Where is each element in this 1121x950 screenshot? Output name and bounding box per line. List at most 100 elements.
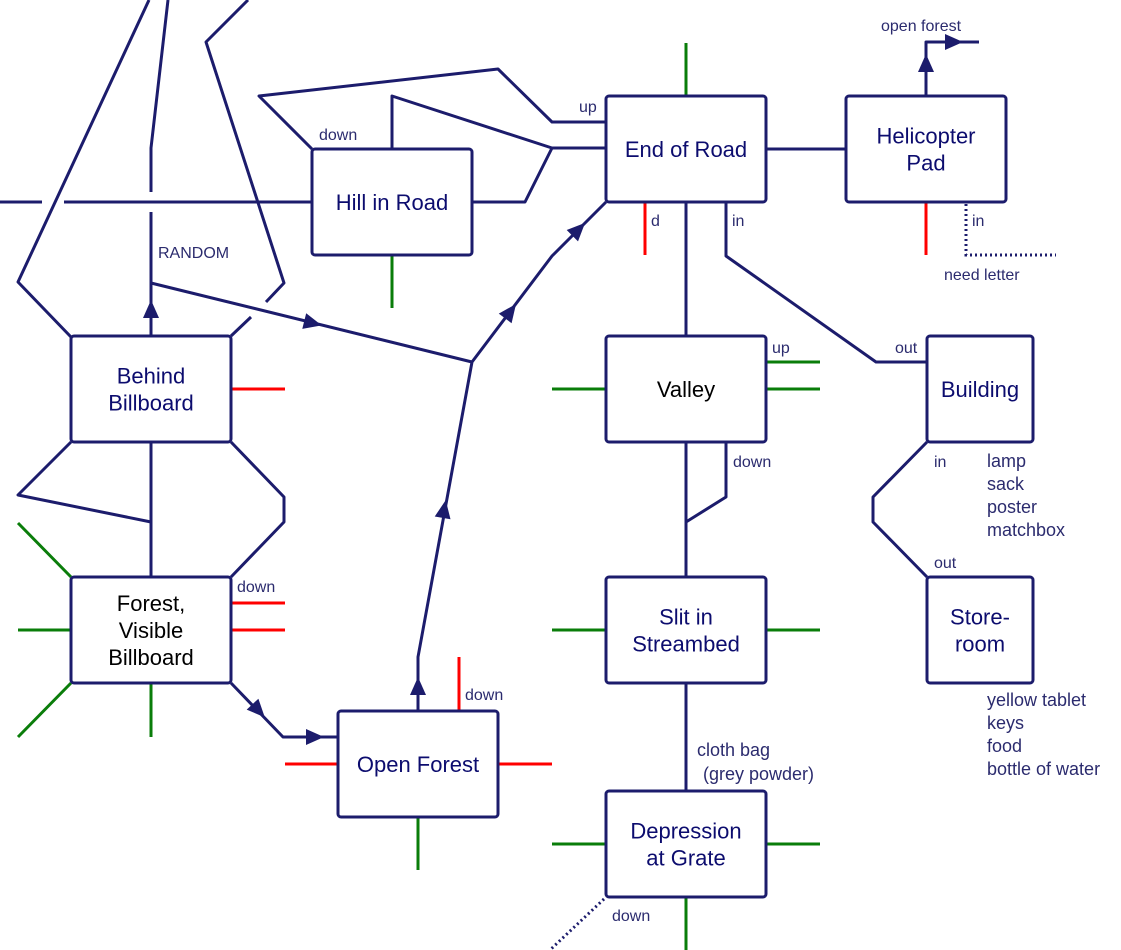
- room-name: Streambed: [632, 632, 740, 657]
- arrowhead: [434, 500, 451, 520]
- room-name: Helicopter: [876, 124, 975, 149]
- open-exit: [16, 681, 73, 739]
- path-behind-fvb-left: [16, 440, 152, 524]
- path-valley-down: [685, 442, 728, 524]
- path-building-storeroom: [871, 440, 929, 579]
- arrowhead: [945, 34, 963, 50]
- room-storeroom[interactable]: Store-room: [925, 575, 1035, 685]
- room-box: [604, 94, 768, 204]
- arrowhead: [306, 729, 324, 745]
- path-behind-north-3: [204, 0, 286, 304]
- room-building[interactable]: Building: [925, 334, 1035, 444]
- path-openforest-north: [416, 200, 608, 711]
- label-grey-powder: (grey powder): [703, 764, 814, 784]
- room-name: Depression: [630, 819, 741, 844]
- label-building-out: out: [895, 340, 918, 357]
- label-building-in: in: [934, 454, 946, 471]
- path-hill-east: [472, 147, 554, 204]
- arrowheads: [143, 34, 963, 745]
- arrowhead: [246, 698, 265, 718]
- room-name: Building: [941, 377, 1019, 402]
- room-name: Open Forest: [357, 752, 479, 777]
- label-storeroom-out: out: [934, 555, 957, 572]
- path-heli-in: [964, 204, 1056, 257]
- room-name: Pad: [906, 151, 945, 176]
- path-heli-openforest: [924, 40, 979, 96]
- item-storeroom: yellow tablet: [987, 690, 1086, 710]
- path-behind-fvb-right: [229, 440, 286, 579]
- room-name: Billboard: [108, 645, 194, 670]
- path-behind-north-3b: [229, 315, 253, 338]
- labels: down up RANDOM down down d in out open f…: [158, 18, 1020, 925]
- rooms: Hill in Road End of Road HelicopterPadBehi…: [69, 94, 1035, 899]
- room-name: Store-: [950, 605, 1010, 630]
- room-box: [925, 575, 1035, 685]
- label-eor-in: in: [732, 213, 744, 230]
- path-hill-top: [390, 94, 606, 150]
- path-fvb-openforest: [229, 681, 338, 739]
- label-eor-d: d: [651, 213, 660, 230]
- arrowhead: [918, 54, 934, 72]
- room-box: [69, 334, 233, 444]
- path-behind-north-1: [16, 0, 151, 339]
- room-name: Hill in Road: [336, 190, 449, 215]
- item-storeroom: food: [987, 736, 1022, 756]
- label-need-letter: need letter: [944, 267, 1020, 284]
- room-name: room: [955, 632, 1005, 657]
- room-name: Visible: [119, 618, 183, 643]
- item-building: matchbox: [987, 520, 1065, 540]
- label-fvb-down: down: [237, 579, 275, 596]
- room-name: End of Road: [625, 137, 747, 162]
- room-open-forest[interactable]: Open Forest: [336, 709, 500, 819]
- room-name: Billboard: [108, 391, 194, 416]
- room-name: at Grate: [646, 846, 725, 871]
- room-box: [336, 709, 500, 819]
- arrowhead: [302, 313, 322, 329]
- room-name: Forest,: [117, 591, 185, 616]
- room-box: [604, 334, 768, 444]
- label-valley-up: up: [772, 340, 790, 357]
- path-depression-down: [548, 897, 606, 950]
- item-storeroom: keys: [987, 713, 1024, 733]
- label-heli-open-forest: open forest: [881, 18, 962, 35]
- room-box: [310, 147, 474, 257]
- item-building: sack: [987, 474, 1025, 494]
- label-heli-in: in: [972, 213, 984, 230]
- item-building: lamp: [987, 451, 1026, 471]
- open-exit: [16, 521, 73, 579]
- item-building: poster: [987, 497, 1037, 517]
- room-box: [604, 789, 768, 899]
- room-name: Slit in: [659, 605, 713, 630]
- label-hill-down: down: [319, 127, 357, 144]
- arrowhead: [498, 304, 517, 324]
- room-name: Behind: [117, 364, 186, 389]
- arrowhead: [410, 677, 426, 695]
- label-valley-down: down: [733, 454, 771, 471]
- room-box: [604, 575, 768, 685]
- room-valley[interactable]: Valley: [604, 334, 768, 444]
- room-name: Valley: [657, 377, 715, 402]
- connections: [0, 0, 1056, 950]
- path-eor-building: [724, 202, 927, 364]
- item-storeroom: bottle of water: [987, 759, 1100, 779]
- room-box: [844, 94, 1008, 204]
- arrowhead: [143, 300, 159, 318]
- item-lists: lamp sack poster matchbox yellow tablet keys f…: [987, 451, 1100, 779]
- room-end-of-road[interactable]: End of Road: [604, 94, 768, 204]
- path-hill-down: [257, 67, 606, 151]
- path-behind-north-2: [149, 0, 170, 192]
- room-box: [69, 575, 233, 685]
- label-of-down: down: [465, 687, 503, 704]
- label-depression-down: down: [612, 908, 650, 925]
- room-hill[interactable]: Hill in Road: [310, 147, 474, 257]
- label-cloth-bag: cloth bag: [697, 740, 770, 760]
- arrowhead: [566, 222, 586, 242]
- label-random: RANDOM: [158, 245, 229, 262]
- label-eor-up: up: [579, 99, 597, 116]
